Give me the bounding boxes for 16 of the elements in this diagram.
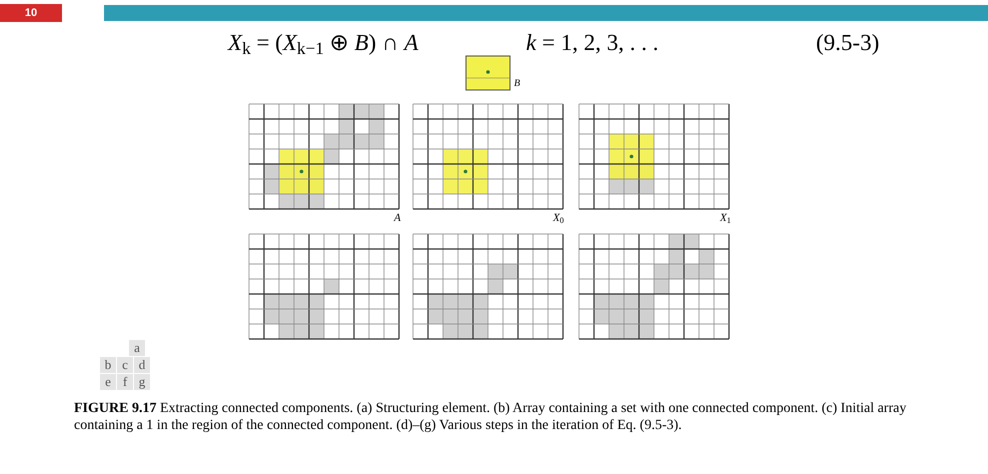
layout-key-letter: e [100,374,116,390]
layout-key-letter: f [117,374,133,390]
figure-caption: FIGURE 9.17 Extracting connected components. (a) Structuring element. (b) Array containing a set with one connected component. (c) Initial array containing a 1 in the region of the connected component. (d)–(g) Various steps in the iteration of Eq. (9.5-3). [74,400,908,434]
layout-key-letter: d [134,357,150,373]
panel-label: A [394,211,401,226]
page-number: 10 [0,4,62,22]
equation: X$_{k}$ = (X$_{k−1}$ ⊕ B) ∩ A [228,29,418,60]
panel-label: X$_{1}$ [720,211,731,226]
layout-key-letter: a [129,340,145,356]
layout-key-letter: c [117,357,133,373]
layout-key-letter: g [134,374,150,390]
panel-label: X$_{0}$ [553,211,564,226]
panel-label: B [514,77,520,91]
equation-range: k = 1, 2, 3, . . . [526,29,658,57]
equation-number: (9.5-3) [816,29,880,57]
layout-key-letter: b [100,357,116,373]
